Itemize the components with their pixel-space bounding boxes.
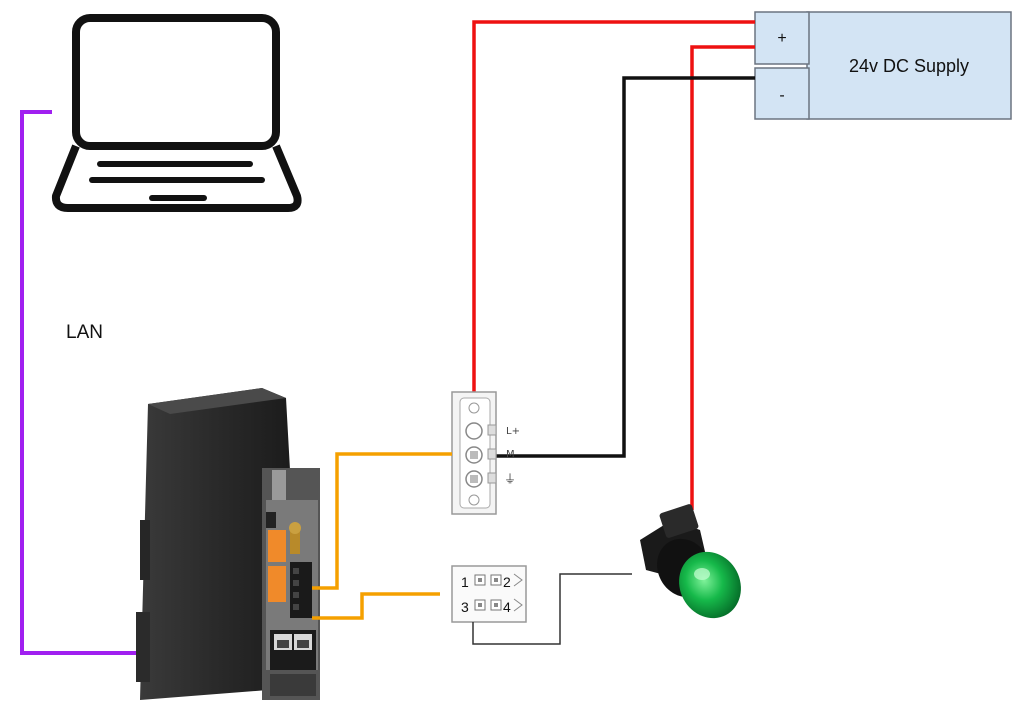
dc-supply-plus-label: + — [777, 30, 786, 47]
green-indicator-lamp-icon — [640, 504, 741, 619]
positive-wire-to-lamp — [690, 45, 755, 510]
dc-supply: 24v DC Supply + - — [754, 11, 1012, 120]
terminal-label-m: M — [506, 449, 515, 460]
relay-pin-3: 3 — [461, 599, 469, 615]
relay-pin-1: 1 — [461, 574, 469, 590]
dc-supply-title: 24v DC Supply — [849, 56, 969, 76]
terminal-label-lplus: L+ — [506, 426, 520, 437]
power-terminal-block: L+ M ⏚ — [451, 391, 520, 515]
relay-pin-2: 2 — [503, 574, 511, 590]
positive-wire-to-terminal — [472, 20, 755, 429]
relay-pin-4: 4 — [503, 599, 511, 615]
orange-wire-power — [312, 452, 452, 590]
negative-wire — [490, 76, 755, 458]
dc-supply-minus-label: - — [779, 87, 784, 104]
lan-label: LAN — [66, 322, 103, 343]
terminal-label-ground: ⏚ — [504, 472, 516, 486]
orange-wire-relay — [312, 592, 440, 620]
dc-supply-plus-terminal — [754, 11, 810, 65]
lamp-wire — [472, 573, 632, 645]
dc-supply-minus-terminal — [754, 67, 810, 120]
controller-device-icon — [136, 388, 320, 700]
dc-supply-box — [806, 11, 1012, 120]
relay-connector: 1 2 3 4 — [451, 565, 527, 623]
laptop-icon — [51, 14, 302, 212]
